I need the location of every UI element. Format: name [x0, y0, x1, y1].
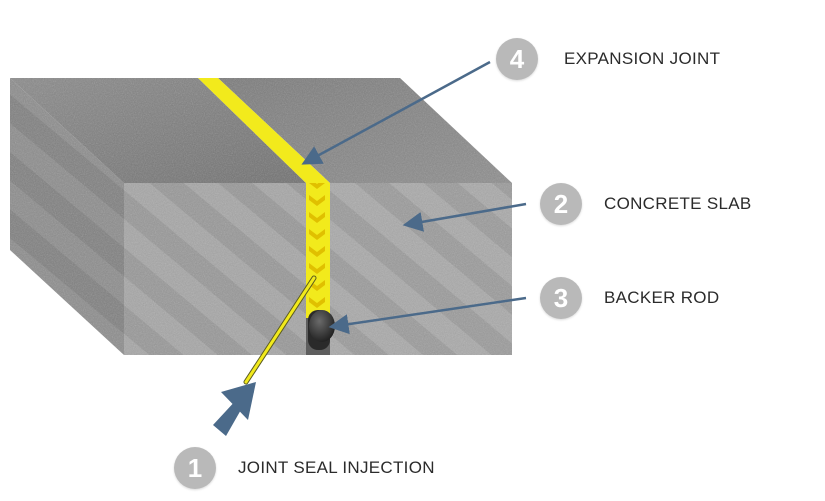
arrow-expansion-joint	[301, 60, 491, 165]
callout-arrows	[213, 60, 527, 436]
callout-badge-3: 3	[540, 277, 582, 319]
callout-badge-1: 1	[174, 447, 216, 489]
callout-backer-rod: 3 BACKER ROD	[540, 277, 719, 319]
sealant-top-strip	[198, 78, 330, 183]
callout-concrete-slab: 2 CONCRETE SLAB	[540, 183, 752, 225]
injection-tube	[243, 275, 317, 385]
callout-label-concrete-slab: CONCRETE SLAB	[604, 194, 752, 213]
concrete-slab-right	[218, 78, 512, 355]
callout-badge-4: 4	[496, 38, 538, 80]
callout-expansion-joint: 4 EXPANSION JOINT	[496, 38, 720, 80]
callout-joint-seal-injection: 1 JOINT SEAL INJECTION	[174, 447, 435, 489]
callout-label-backer-rod: BACKER ROD	[604, 288, 720, 307]
left-slab-grain	[10, 78, 306, 355]
callout-badge-2: 2	[540, 183, 582, 225]
right-slab-grain	[218, 78, 512, 355]
arrow-concrete-slab	[402, 202, 527, 232]
backer-rod	[308, 310, 335, 350]
concrete-slab-left	[10, 78, 306, 355]
backer-rod-end	[309, 310, 335, 342]
callout-label-joint-seal-injection: JOINT SEAL INJECTION	[238, 458, 435, 477]
arrow-backer-rod	[328, 296, 527, 335]
callout-label-expansion-joint: EXPANSION JOINT	[564, 49, 721, 68]
sealant-chevrons	[306, 183, 330, 318]
arrow-joint-seal-injection-head	[221, 382, 256, 420]
